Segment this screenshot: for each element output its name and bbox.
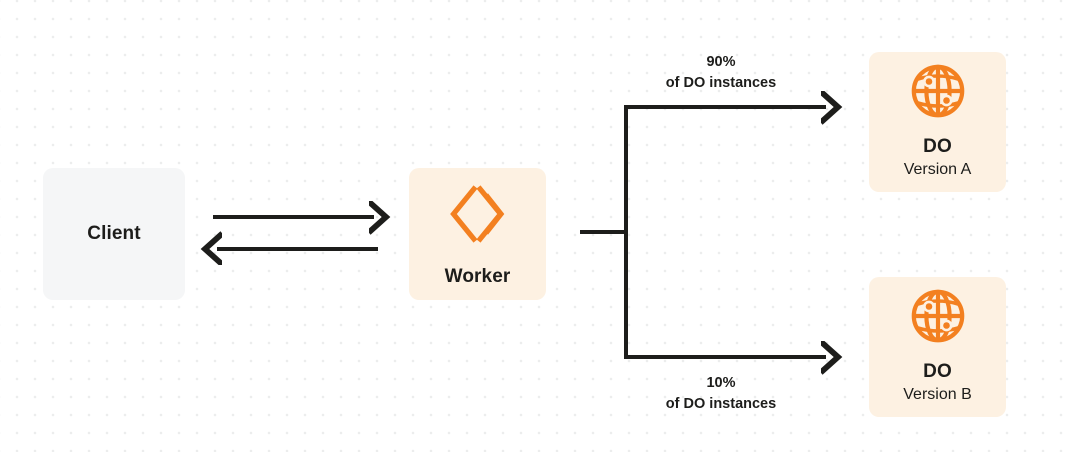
node-client[interactable]: Client xyxy=(43,168,185,300)
edge-label-10-percent: 10% of DO instances xyxy=(625,373,817,415)
node-worker-title: Worker xyxy=(444,265,511,287)
edge-label-description: of DO instances xyxy=(665,396,777,413)
node-do-version-a[interactable]: DO Version A xyxy=(869,52,1006,192)
node-do-b-subtitle: Version B xyxy=(903,386,972,404)
durable-object-globe-icon xyxy=(910,63,966,124)
edge-worker-to-do-a xyxy=(624,107,826,232)
edge-label-percent: 10% xyxy=(706,375,736,391)
node-do-a-title: DO xyxy=(923,136,952,158)
node-worker[interactable]: Worker xyxy=(409,168,546,300)
durable-object-globe-icon xyxy=(910,288,966,349)
edge-label-90-percent: 90% of DO instances xyxy=(625,52,817,94)
node-do-b-title: DO xyxy=(923,361,952,383)
node-do-version-b[interactable]: DO Version B xyxy=(869,277,1006,417)
edge-label-description: of DO instances xyxy=(665,75,777,92)
edge-label-percent: 90% xyxy=(706,54,736,70)
edge-worker-to-do-b xyxy=(624,232,826,357)
node-do-a-subtitle: Version A xyxy=(903,161,972,179)
node-client-title: Client xyxy=(87,223,141,245)
cloudflare-workers-icon xyxy=(445,181,511,252)
